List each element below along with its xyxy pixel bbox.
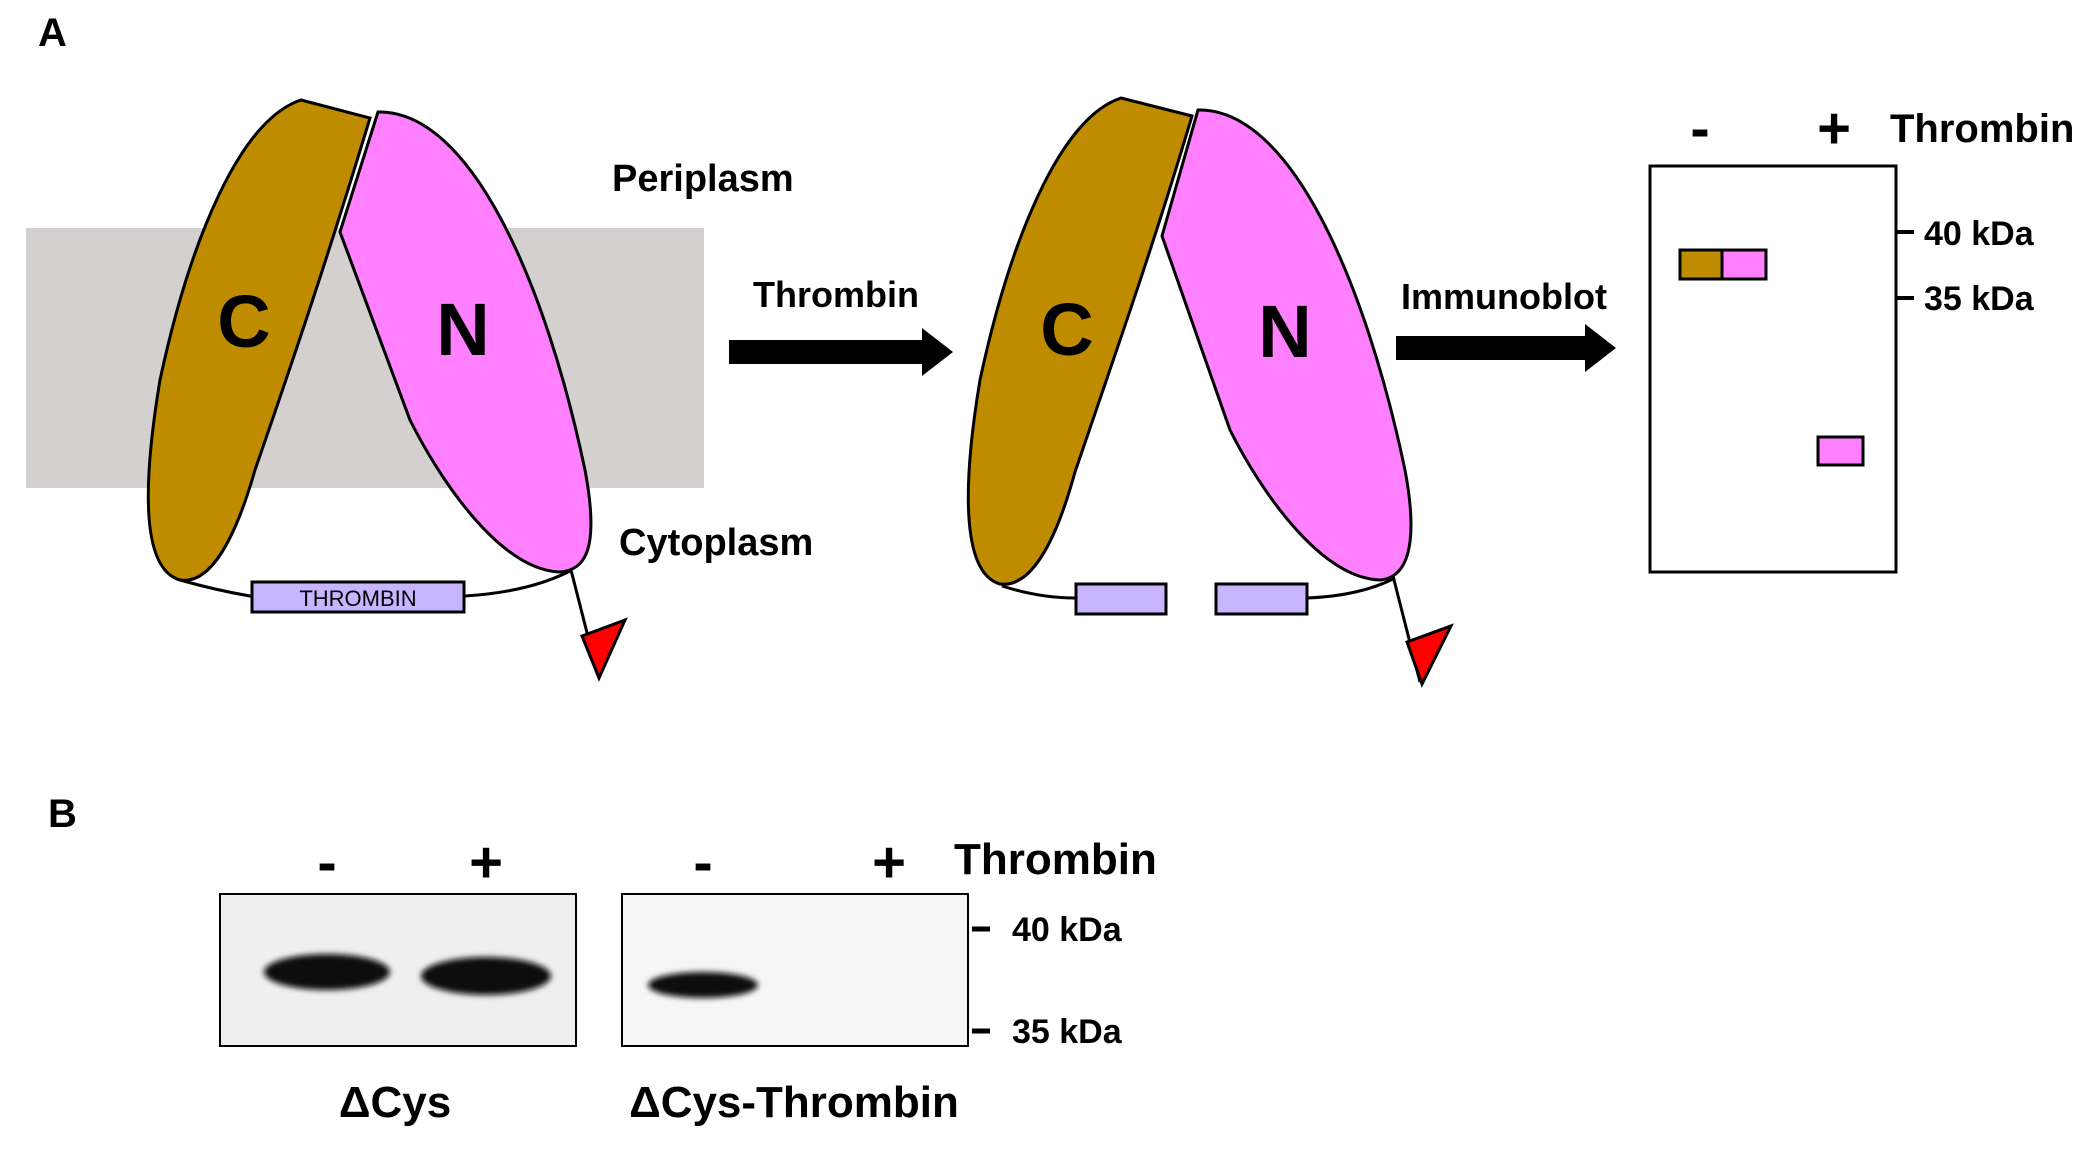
linker-wire-right: [1306, 576, 1396, 600]
arrow-thrombin: [729, 328, 953, 376]
protein-cleaved: C N: [966, 96, 1455, 688]
thrombin-site-box: [250, 580, 466, 614]
blot1-band-plus: [421, 957, 551, 995]
n-domain-cleaved: [1160, 108, 1413, 582]
red-tag: [580, 617, 628, 682]
n-domain-label: N: [436, 288, 489, 371]
panel-a-label: A: [38, 11, 67, 55]
arrow2-label: Immunoblot: [1401, 276, 1607, 317]
b-marker-40-label: 40 kDa: [1012, 911, 1123, 949]
blot1-name: ΔCys: [339, 1078, 451, 1127]
cytoplasm-label: Cytoplasm: [619, 522, 813, 564]
lane-minus-1: -: [317, 830, 336, 895]
band-n-fragment: [1720, 248, 1768, 281]
red-tag-cleaved: [1405, 623, 1455, 688]
c-domain-cleaved: [966, 96, 1194, 586]
marker-40-label: 40 kDa: [1924, 215, 2035, 253]
b-treatment-label: Thrombin: [954, 835, 1157, 884]
cleaved-linker-right: [1214, 582, 1309, 616]
thrombin-site-label: THROMBIN: [299, 586, 416, 611]
c-domain: [146, 98, 372, 582]
blot-frame: [1648, 164, 1898, 574]
cleaved-linker-left: [1074, 582, 1168, 616]
marker-35-label: 35 kDa: [1924, 280, 2035, 318]
western-blot-2: [621, 893, 969, 1047]
protein-intact: THROMBIN C N: [146, 98, 628, 682]
c-domain-label-cleaved: C: [1040, 288, 1093, 371]
arrow-immunoblot: [1396, 324, 1616, 372]
lane-minus-2: -: [693, 830, 712, 895]
blot1-band-minus: [264, 954, 390, 990]
blot-treatment-label: Thrombin: [1890, 107, 2074, 151]
n-domain-label-cleaved: N: [1258, 290, 1311, 373]
band-c-fragment: [1678, 248, 1724, 281]
schematic-blot: - + Thrombin 40 kDa 35 kDa: [1648, 96, 2074, 574]
n-domain: [338, 110, 593, 574]
blot2-band-minus: [648, 972, 758, 998]
blot-plus-label: +: [1817, 96, 1851, 161]
arrow1-label: Thrombin: [753, 274, 919, 315]
blot-minus-label: -: [1690, 96, 1709, 161]
linker-wire-left: [1001, 584, 1076, 600]
c-domain-label: C: [217, 280, 270, 363]
blot2-name: ΔCys-Thrombin: [629, 1078, 959, 1127]
lane-plus-2: +: [872, 830, 906, 895]
lane-plus-1: +: [469, 830, 503, 895]
b-marker-35-label: 35 kDa: [1012, 1013, 1123, 1051]
periplasm-label: Periplasm: [612, 158, 794, 200]
blot2-frame: [621, 893, 969, 1047]
panel-b-label: B: [48, 792, 77, 836]
western-blot-1: [219, 893, 577, 1047]
band-cleaved-n: [1816, 435, 1865, 467]
